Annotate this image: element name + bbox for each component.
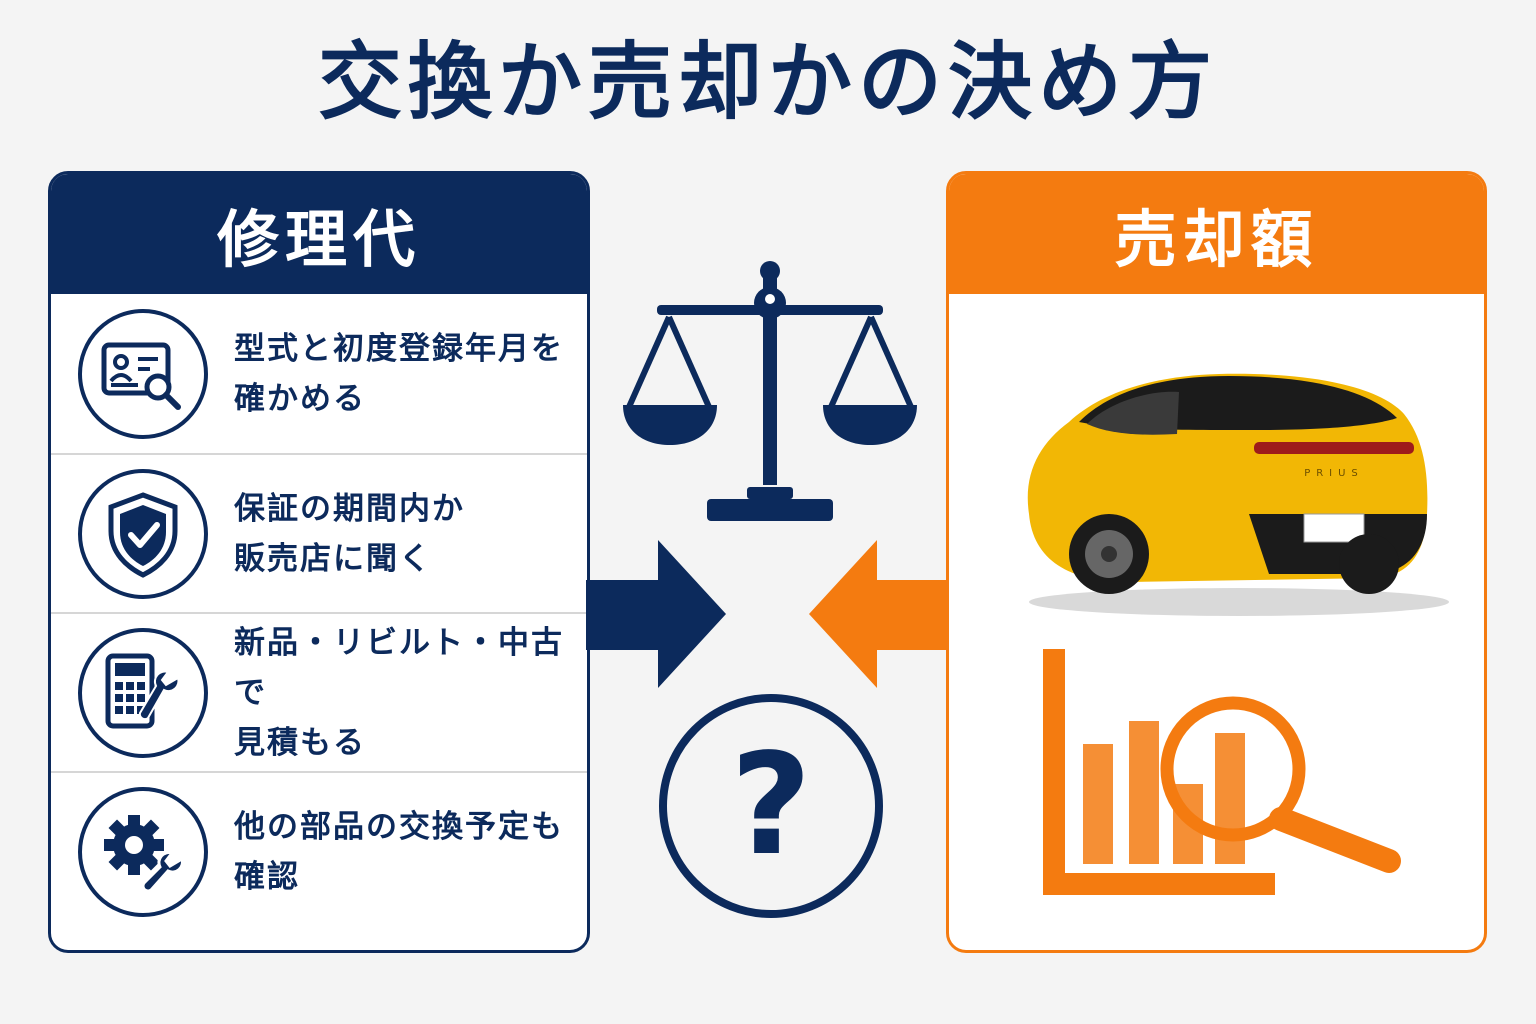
sale-price-header: 売却額 <box>949 174 1484 294</box>
repair-cost-panel: 修理代 型式と初度登録年月を 確かめる <box>48 171 590 953</box>
repair-cost-header: 修理代 <box>51 174 587 294</box>
sale-price-panel: 売却額 PRIUS <box>946 171 1487 953</box>
text-line-2: 販売店に聞く <box>234 540 432 577</box>
id-card-search-icon <box>78 308 208 439</box>
balance-scale-icon <box>623 261 917 521</box>
question-mark: ? <box>730 724 812 887</box>
orange-arrow-left <box>809 540 949 688</box>
gear-wrench-icon <box>78 786 208 917</box>
text-line-2: 見積もる <box>234 724 366 761</box>
shield-check-icon <box>78 468 208 599</box>
question-circle: ? <box>659 694 883 918</box>
text-line-1: 型式と初度登録年月を <box>234 330 564 367</box>
page-title: 交換か売却かの決め方 <box>317 33 1218 131</box>
checklist-item-text: 新品・リビルト・中古で 見積もる <box>234 618 574 768</box>
car-image: PRIUS <box>1027 373 1449 616</box>
checklist-item-estimate: 新品・リビルト・中古で 見積もる <box>51 612 587 771</box>
car-badge: PRIUS <box>1304 468 1364 479</box>
text-line-1: 新品・リビルト・中古で <box>234 624 564 711</box>
price-chart-search-icon <box>1043 649 1401 895</box>
text-line-1: 保証の期間内か <box>234 490 465 527</box>
checklist-item-model: 型式と初度登録年月を 確かめる <box>51 294 587 453</box>
text-line-1: 他の部品の交換予定も <box>234 808 564 845</box>
checklist-item-warranty: 保証の期間内か 販売店に聞く <box>51 453 587 612</box>
checklist-item-text: 保証の期間内か 販売店に聞く <box>234 484 574 584</box>
checklist-item-text: 型式と初度登録年月を 確かめる <box>234 324 574 424</box>
calculator-wrench-icon <box>78 627 208 758</box>
text-line-2: 確かめる <box>234 380 366 417</box>
navy-arrow-right <box>586 540 726 688</box>
checklist-item-other-parts: 他の部品の交換予定も 確認 <box>51 771 587 930</box>
checklist-item-text: 他の部品の交換予定も 確認 <box>234 802 574 902</box>
text-line-2: 確認 <box>234 858 300 895</box>
